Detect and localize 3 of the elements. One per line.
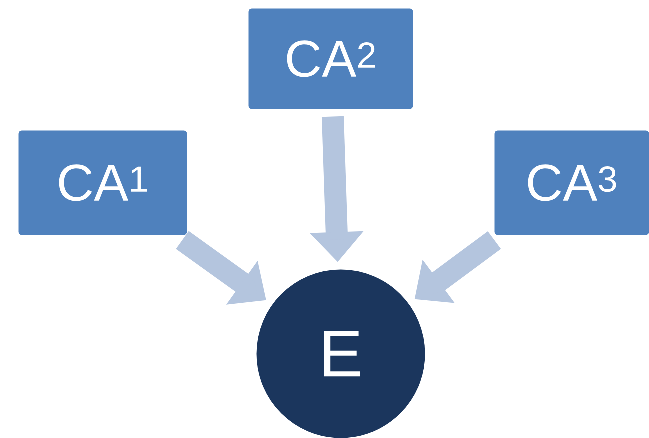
process-box: CA$^{1}$	[17, 129, 189, 237]
process-box: CA$^{2}$	[247, 7, 415, 111]
process-box: CA$^{3}$	[493, 129, 649, 237]
